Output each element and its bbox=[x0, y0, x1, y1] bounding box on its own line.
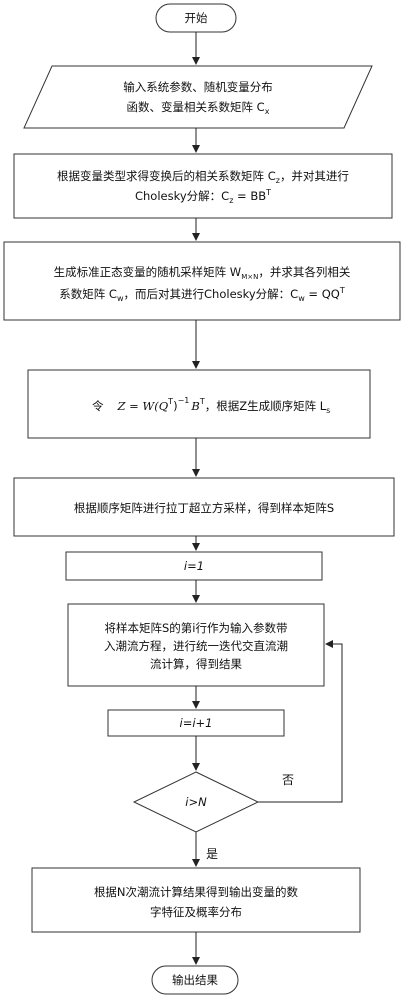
input-parallelogram: 输入系统参数、随机变量分布 函数、变量相关系数矩阵 Cx bbox=[23, 65, 373, 129]
corr-text-line1: 根据变量类型求得变换后的相关系数矩阵 Cz，并对其进行 bbox=[57, 169, 349, 185]
end-terminal: 输出结果 bbox=[151, 965, 239, 995]
input-text-line2: 函数、变量相关系数矩阵 Cx bbox=[127, 100, 270, 116]
flow-text-line3: 流计算，得到结果 bbox=[150, 657, 242, 671]
flow-text-line2: 入潮流方程，进行统一迭代交直流潮 bbox=[104, 639, 288, 653]
increment-counter-text: i=i+1 bbox=[180, 716, 213, 730]
decision-diamond: i>N bbox=[132, 771, 260, 833]
no-label: 否 bbox=[282, 773, 294, 787]
init-counter-box: i=1 bbox=[65, 551, 323, 581]
decision-text: i>N bbox=[185, 795, 207, 809]
lhs-sampling-process-box: 根据顺序矩阵进行拉丁超立方采样，得到样本矩阵S bbox=[13, 477, 395, 537]
input-text-line1: 输入系统参数、随机变量分布 bbox=[123, 80, 273, 94]
corr-text-line2: Cholesky分解：Cz = BBT bbox=[135, 188, 271, 205]
result-process-box: 根据N次潮流计算结果得到输出变量的数 字特征及概率分布 bbox=[31, 867, 361, 933]
edge-decision-no-loop bbox=[258, 640, 343, 803]
result-text-line2: 字特征及概率分布 bbox=[150, 905, 242, 919]
flow-text-line1: 将样本矩阵S的第i行作为输入参数带 bbox=[105, 621, 288, 635]
increment-counter-box: i=i+1 bbox=[107, 709, 285, 737]
yes-label: 是 bbox=[206, 847, 218, 861]
start-terminal: 开始 bbox=[155, 3, 237, 33]
init-counter-text: i=1 bbox=[184, 559, 204, 573]
start-label: 开始 bbox=[185, 11, 208, 25]
correlation-process-box: 根据变量类型求得变换后的相关系数矩阵 Cz，并对其进行 Cholesky分解：C… bbox=[13, 153, 393, 219]
end-label: 输出结果 bbox=[172, 973, 218, 987]
power-flow-process-box: 将样本矩阵S的第i行作为输入参数带 入潮流方程，进行统一迭代交直流潮 流计算，得… bbox=[67, 603, 325, 687]
sampling-process-box: 生成标准正态变量的随机采样矩阵 WM×N，并求其各列相关 系数矩阵 Cw，而后对… bbox=[3, 241, 401, 321]
sample-text-line2: 系数矩阵 Cw，而后对其进行Cholesky分解：Cw = QQT bbox=[59, 286, 345, 303]
lhs-text: 根据顺序矩阵进行拉丁超立方采样，得到样本矩阵S bbox=[74, 501, 334, 515]
sample-text-line1: 生成标准正态变量的随机采样矩阵 WM×N，并求其各列相关 bbox=[54, 265, 351, 281]
result-text-line1: 根据N次潮流计算结果得到输出变量的数 bbox=[94, 885, 299, 899]
